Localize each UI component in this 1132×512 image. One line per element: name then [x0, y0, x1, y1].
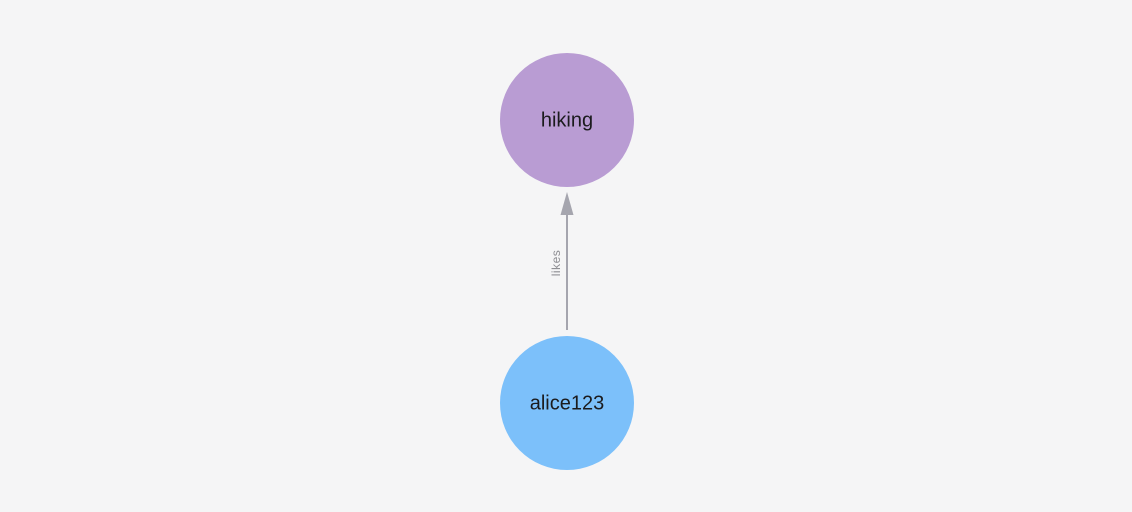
- edge-label: likes: [549, 250, 563, 277]
- node-label: alice123: [530, 392, 605, 414]
- node-circle[interactable]: [500, 336, 634, 470]
- node-label: hiking: [541, 109, 593, 131]
- edge-arrowhead: [560, 192, 574, 215]
- node-alice123[interactable]: alice123: [500, 336, 634, 470]
- node-hiking[interactable]: hiking: [500, 53, 634, 187]
- edge-likes[interactable]: likes: [549, 192, 574, 330]
- node-circle[interactable]: [500, 53, 634, 187]
